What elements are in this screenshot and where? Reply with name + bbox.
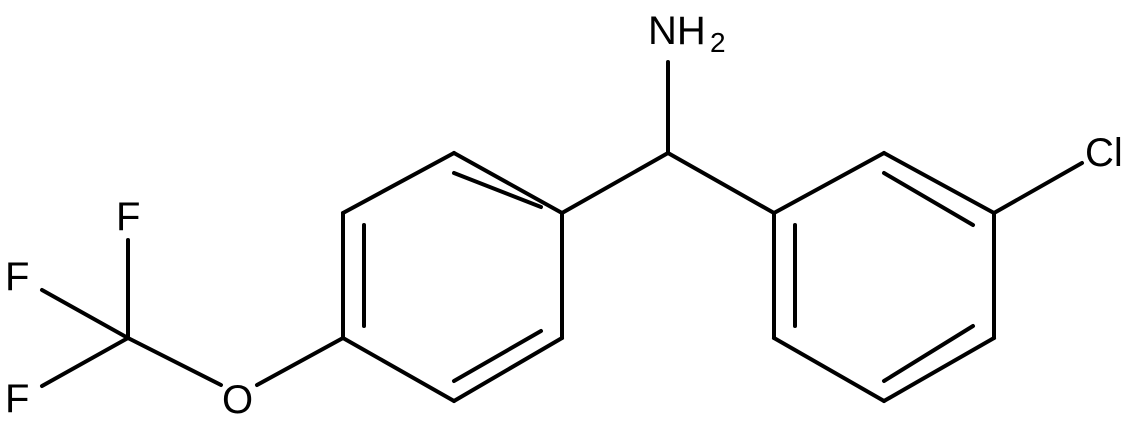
amine-subscript: 2 bbox=[710, 27, 726, 58]
left-ring-bond-5 bbox=[452, 336, 564, 403]
right-ring-bond-5 bbox=[772, 336, 886, 403]
bond-c-right-ring bbox=[666, 151, 776, 215]
amine-label: NH bbox=[648, 9, 706, 53]
left-ring-bond-2 bbox=[341, 151, 456, 215]
right-ring-bond-4 bbox=[882, 336, 996, 403]
bond-c-left-ring bbox=[560, 151, 670, 215]
right-benzene-ring bbox=[772, 151, 996, 403]
oxygen-label: O bbox=[222, 378, 253, 422]
left-ring-double-1 bbox=[452, 171, 543, 209]
bond-c-cl bbox=[992, 161, 1084, 215]
bond-ring-o bbox=[255, 336, 345, 387]
bond-c-f-bottom bbox=[40, 336, 130, 388]
left-benzene-ring bbox=[341, 151, 564, 403]
fluorine-top-label: F bbox=[116, 195, 140, 239]
bond-o-c bbox=[126, 336, 223, 387]
left-ring-double-3 bbox=[452, 329, 543, 383]
right-ring-double-1 bbox=[882, 171, 975, 227]
right-ring-bond-1 bbox=[772, 151, 886, 215]
fluorine-left-label: F bbox=[5, 255, 29, 299]
bond-c-f-left bbox=[40, 288, 130, 340]
chlorine-label: Cl bbox=[1085, 131, 1123, 175]
left-ring-bond-1 bbox=[452, 151, 564, 215]
fluorine-bottom-label: F bbox=[5, 377, 29, 421]
right-ring-double-2 bbox=[882, 324, 975, 383]
left-ring-bond-4 bbox=[341, 336, 456, 403]
right-ring-bond-2 bbox=[882, 151, 996, 215]
